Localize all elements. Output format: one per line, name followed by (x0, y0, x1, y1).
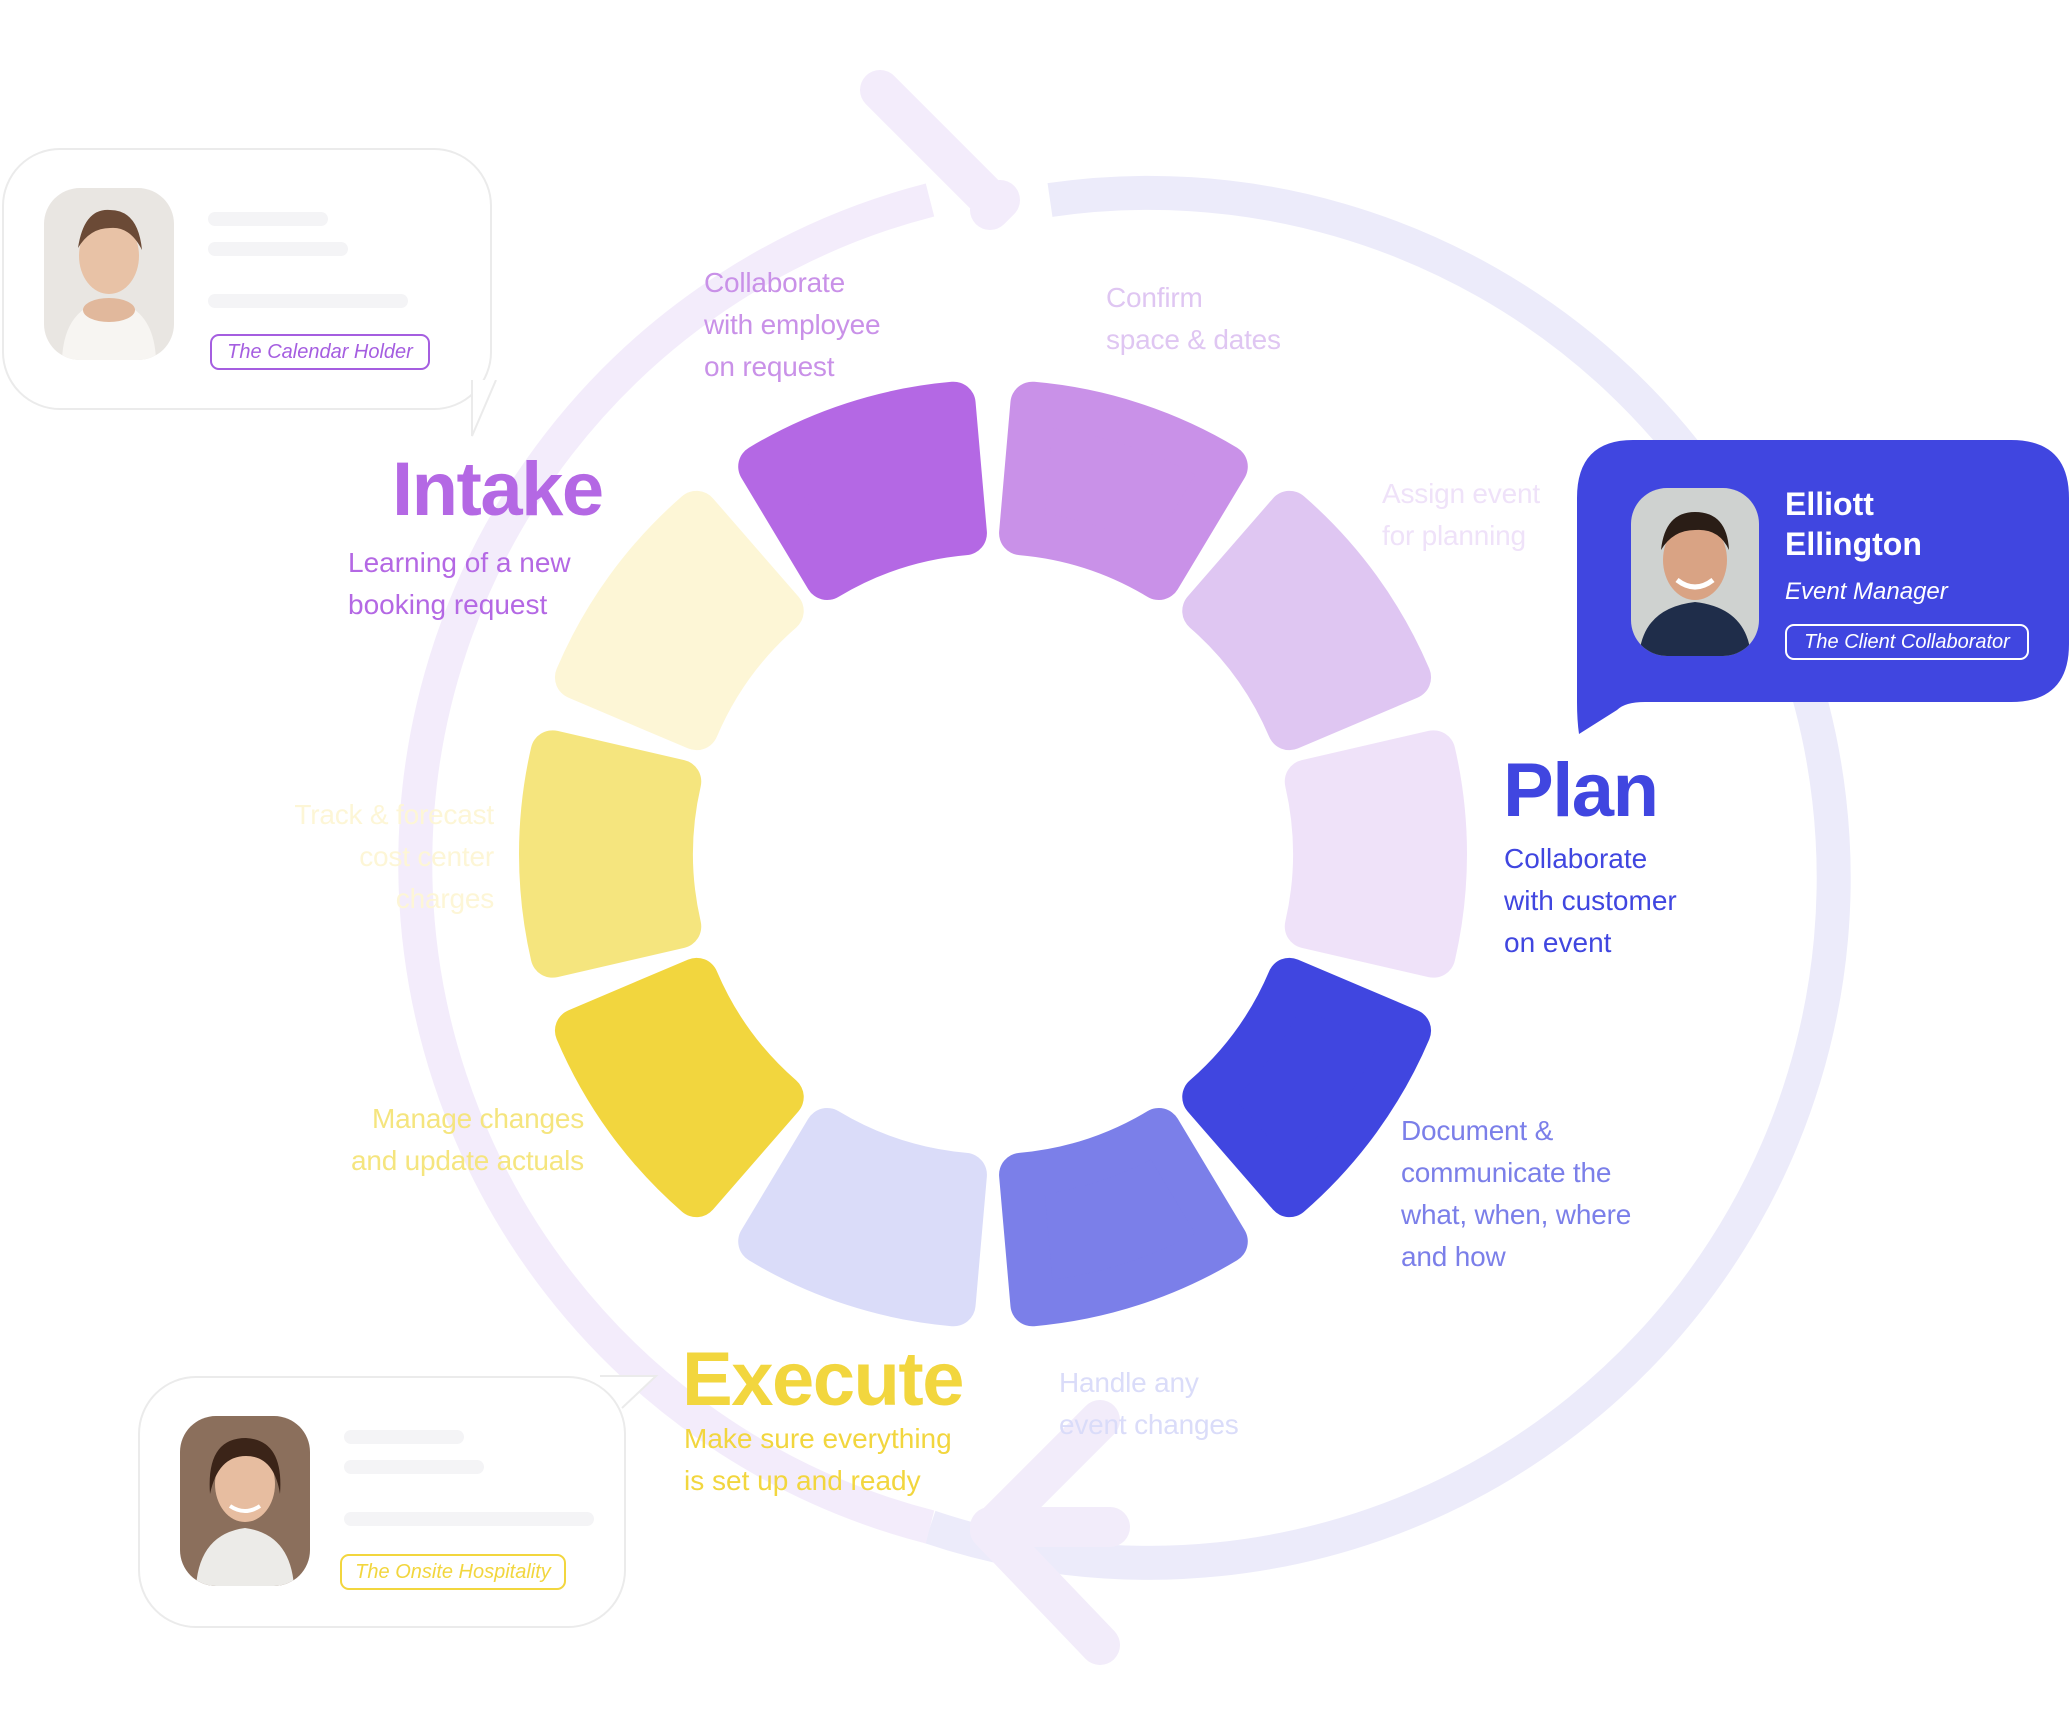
cycle-segment (999, 1108, 1248, 1327)
hidden-name-line (208, 212, 328, 226)
step-label-manage-changes: Manage changes and update actuals (350, 1103, 584, 1176)
hidden-role-line (208, 294, 408, 308)
plan-description: Collaborate with customer on event (1504, 843, 1677, 958)
bottom-arrow-icon (970, 1400, 1130, 1665)
speech-tail-icon (600, 1375, 659, 1409)
cycle-segments (519, 381, 1468, 1327)
hidden-role-line (344, 1512, 594, 1526)
hidden-name-line (344, 1460, 484, 1474)
cycle-segment (1182, 957, 1432, 1218)
step-label-confirm-space: Confirm space & dates (1106, 282, 1281, 355)
step-label-document: Document & communicate the what, when, w… (1401, 1115, 1632, 1272)
plan-title: Plan (1503, 748, 1659, 833)
top-arrow-icon (860, 70, 1020, 230)
cycle-segment (999, 381, 1248, 600)
cycle-segment (554, 490, 804, 751)
execute-title: Execute (682, 1337, 965, 1422)
cycle-segment (738, 1108, 987, 1327)
cycle-segment (1284, 730, 1468, 978)
avatar (1631, 488, 1759, 656)
avatar (44, 188, 174, 360)
step-label-track-forecast: Track & forecast cost center charges (294, 799, 494, 914)
cycle-segment (554, 957, 804, 1218)
step-label-assign-event: Assign event for planning (1382, 478, 1540, 551)
persona-name-line1: Elliott (1785, 486, 1874, 522)
hidden-name-line (208, 242, 348, 256)
step-label-collaborate-request: Collaborate with employee on request (704, 267, 881, 382)
avatar (180, 1416, 310, 1586)
persona-card-calendar-holder[interactable]: The Calendar Holder (2, 148, 492, 410)
persona-card-onsite-hospitality[interactable]: The Onsite Hospitality (138, 1376, 626, 1628)
step-label-handle-changes: Handle any event changes (1059, 1367, 1239, 1440)
persona-card-client-collaborator[interactable]: Elliott Ellington Event Manager The Clie… (1575, 440, 2069, 702)
persona-tag-onsite-hospitality: The Onsite Hospitality (340, 1554, 566, 1590)
speech-tail-icon (471, 380, 497, 437)
hidden-name-line (344, 1430, 464, 1444)
persona-tag-client-collaborator: The Client Collaborator (1785, 624, 2029, 660)
cycle-segment (1182, 490, 1432, 751)
cycle-segment (519, 730, 702, 978)
persona-tag-calendar-holder: The Calendar Holder (210, 334, 430, 370)
cycle-segment (738, 381, 987, 600)
intake-description: Learning of a new booking request (348, 547, 571, 620)
persona-name-line2: Ellington (1785, 526, 1922, 562)
persona-role: Event Manager (1785, 578, 1948, 605)
execute-description: Make sure everything is set up and ready (684, 1423, 952, 1496)
intake-title: Intake (392, 447, 604, 532)
